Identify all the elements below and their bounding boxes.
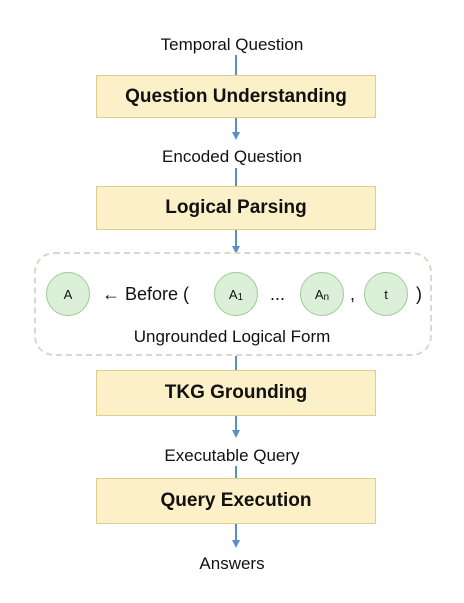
- time-argument-node: t: [364, 272, 408, 316]
- close-paren: ): [416, 284, 422, 304]
- argument-1-base: A: [228, 286, 238, 302]
- logical-form-container: [34, 252, 432, 356]
- tkg-grounding-stage: TKG Grounding: [96, 370, 376, 416]
- argument-n-base: A: [314, 286, 324, 302]
- argument-1-subscript: 1: [237, 291, 244, 303]
- ellipsis: ...: [270, 284, 286, 304]
- question-understanding-stage: Question Understanding: [96, 75, 376, 118]
- answers-label: Answers: [199, 554, 265, 573]
- before-operator: ← Before (: [102, 284, 190, 304]
- logical-form-caption: Ungrounded Logical Form: [133, 327, 331, 346]
- head-variable-node: A: [46, 272, 90, 316]
- encoded-question-label: Encoded Question: [162, 147, 302, 166]
- logical-parsing-stage: Logical Parsing: [96, 186, 376, 230]
- comma: ,: [350, 284, 356, 304]
- query-execution-stage: Query Execution: [96, 478, 376, 524]
- executable-query-label: Executable Query: [164, 446, 300, 465]
- input-label: Temporal Question: [160, 35, 304, 54]
- argument-n-subscript: n: [323, 291, 330, 303]
